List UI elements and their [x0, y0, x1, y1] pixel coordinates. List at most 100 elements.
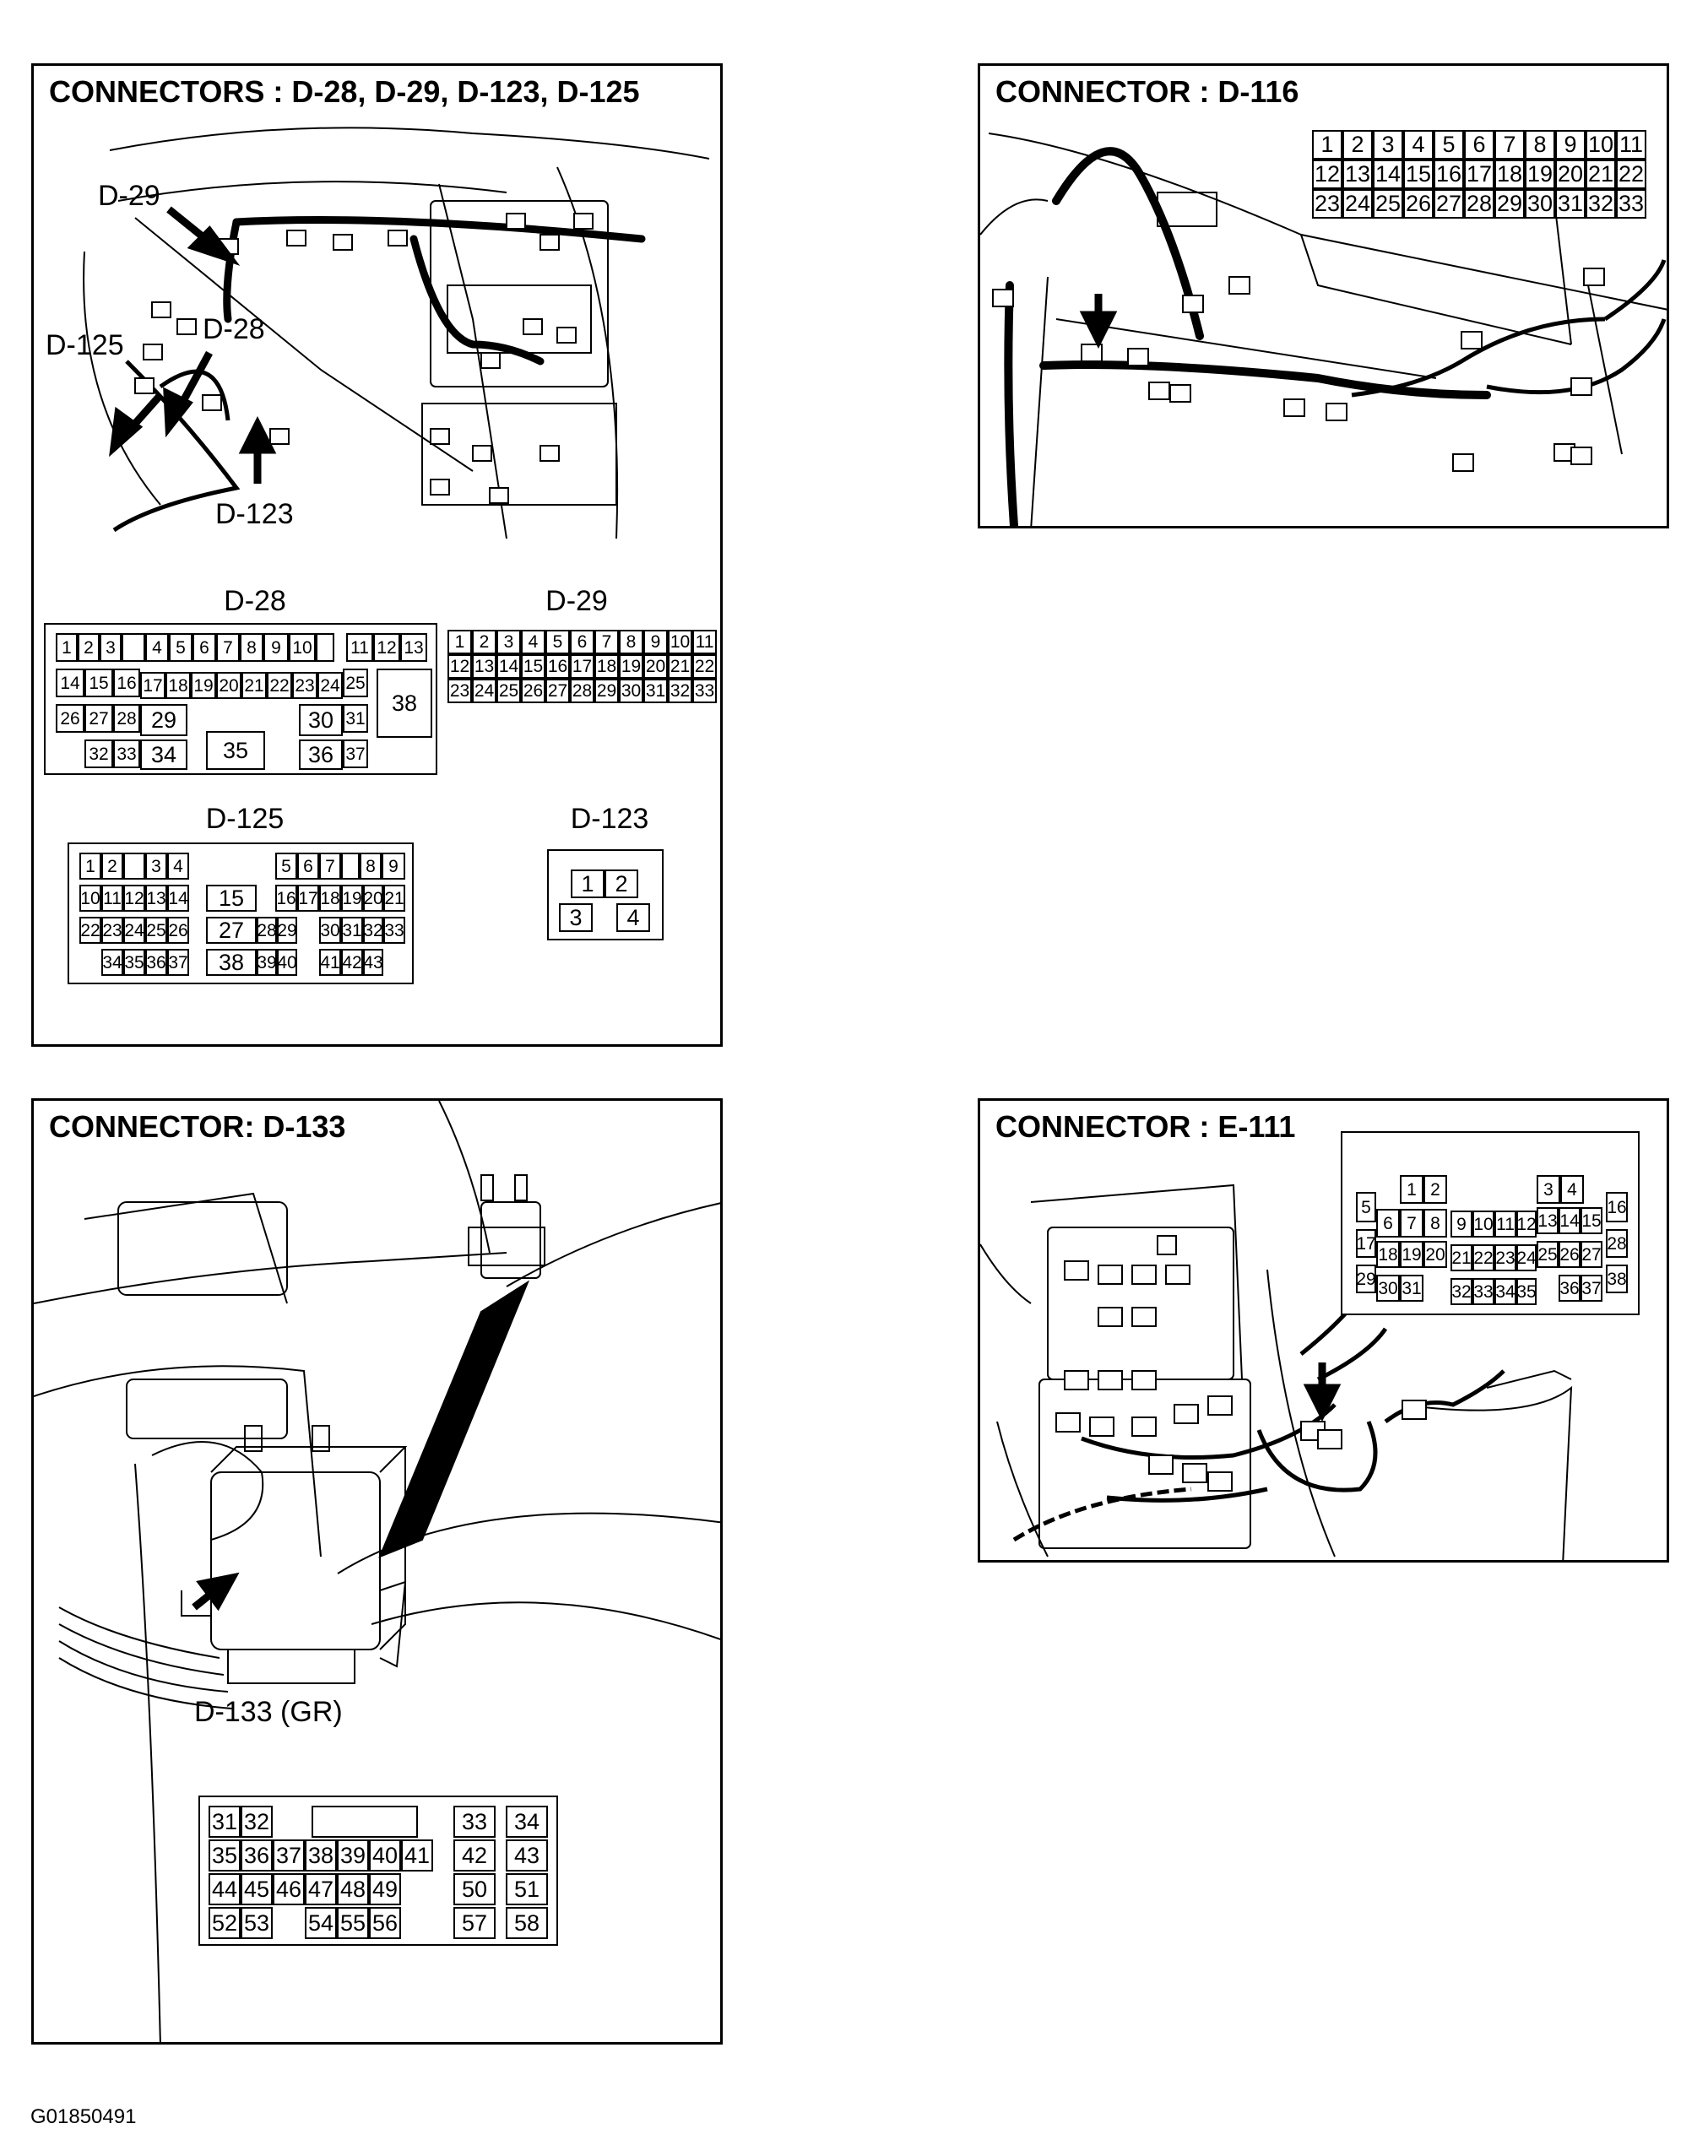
pin: 16 — [1606, 1192, 1628, 1222]
pin: 30 — [319, 917, 341, 944]
pin: 48 — [337, 1873, 369, 1905]
pin-blank — [123, 853, 145, 880]
pin: 24 — [317, 672, 343, 699]
pin: 44 — [209, 1873, 241, 1905]
pin: 9 — [1555, 130, 1586, 160]
pin: 26 — [167, 917, 189, 944]
pin: 22 — [1616, 160, 1646, 189]
pin: 15 — [206, 885, 257, 912]
pin: 37 — [273, 1839, 305, 1872]
pin: 16 — [545, 654, 570, 679]
pin: 1 — [56, 633, 78, 662]
pin: 21 — [668, 654, 692, 679]
pin: 38 — [1606, 1265, 1628, 1293]
pin: 1 — [1400, 1175, 1423, 1204]
pin: 46 — [273, 1873, 305, 1905]
pin: 2 — [101, 853, 123, 880]
pin: 47 — [305, 1873, 337, 1905]
pin: 10 — [1586, 130, 1616, 160]
pin: 15 — [521, 654, 545, 679]
pin: 42 — [341, 949, 363, 976]
callout-d123: D-123 — [215, 498, 294, 530]
pin: 3 — [145, 853, 167, 880]
pin: 13 — [145, 885, 167, 912]
pin: 12 — [1516, 1211, 1537, 1238]
pin: 33 — [383, 917, 405, 944]
connector-d133-frame: 31 32 33 34 35 36 37 38 39 40 41 42 43 4… — [198, 1796, 558, 1946]
pin: 13 — [400, 633, 427, 662]
pin: 6 — [192, 633, 216, 662]
pin: 43 — [363, 949, 383, 976]
pin: 9 — [643, 630, 668, 654]
pin: 18 — [1494, 160, 1525, 189]
callout-d125: D-125 — [46, 329, 124, 361]
pin: 5 — [275, 853, 297, 880]
pin: 31 — [341, 917, 363, 944]
pin: 55 — [337, 1907, 369, 1939]
pin: 10 — [289, 633, 316, 662]
pin: 15 — [84, 669, 113, 697]
pin: 27 — [206, 917, 257, 944]
pin: 8 — [240, 633, 263, 662]
pin: 25 — [1537, 1241, 1559, 1268]
pin-blank — [316, 633, 334, 662]
pin: 7 — [216, 633, 240, 662]
pin: 5 — [1356, 1192, 1376, 1222]
pin-blank — [312, 1806, 418, 1838]
connector-d29-frame: 1 2 3 4 5 6 7 8 9 10 11 12 13 14 15 16 1… — [447, 630, 717, 704]
pin: 5 — [1434, 130, 1464, 160]
pin: 32 — [1450, 1278, 1472, 1305]
pin: 9 — [263, 633, 289, 662]
pin: 8 — [1525, 130, 1555, 160]
pin: 36 — [145, 949, 167, 976]
pin: 17 — [1356, 1229, 1376, 1258]
pin: 23 — [1494, 1244, 1516, 1271]
connector-label-d123: D-123 — [570, 803, 649, 835]
pin: 12 — [447, 654, 472, 679]
pin: 29 — [277, 917, 297, 944]
pin: 32 — [668, 679, 692, 703]
pin: 52 — [209, 1907, 241, 1939]
pin: 20 — [363, 885, 383, 912]
pin: 19 — [191, 672, 216, 699]
pin: 17 — [140, 672, 165, 699]
pin: 3 — [496, 630, 521, 654]
pin: 25 — [496, 679, 521, 703]
pin: 18 — [594, 654, 619, 679]
pin: 11 — [1494, 1211, 1516, 1238]
pin: 10 — [1472, 1211, 1494, 1238]
pin: 34 — [140, 739, 187, 770]
pin: 37 — [167, 949, 189, 976]
pin: 26 — [1559, 1241, 1581, 1268]
pin-blank — [122, 633, 145, 662]
pin: 6 — [1376, 1209, 1400, 1238]
pin: 21 — [1450, 1244, 1472, 1271]
pin: 8 — [360, 853, 382, 880]
pin: 58 — [506, 1907, 548, 1939]
pin: 25 — [343, 669, 368, 697]
pin: 13 — [1537, 1207, 1559, 1234]
pin: 15 — [1581, 1207, 1602, 1234]
pin: 14 — [1373, 160, 1403, 189]
pin: 2 — [1423, 1175, 1447, 1204]
pin: 14 — [167, 885, 189, 912]
pin: 6 — [297, 853, 319, 880]
pin: 41 — [401, 1839, 433, 1872]
pin: 42 — [453, 1839, 496, 1872]
pin: 27 — [84, 704, 113, 733]
pin: 27 — [1434, 189, 1464, 219]
pin: 27 — [1581, 1241, 1602, 1268]
pin: 33 — [453, 1806, 496, 1838]
pin: 31 — [343, 704, 368, 733]
pin: 10 — [79, 885, 101, 912]
pin: 49 — [369, 1873, 401, 1905]
pin: 11 — [1616, 130, 1646, 160]
pin: 4 — [1403, 130, 1434, 160]
pin: 28 — [570, 679, 594, 703]
pin: 29 — [1494, 189, 1525, 219]
pin: 1 — [79, 853, 101, 880]
panel-title: CONNECTOR : E-111 — [992, 1109, 1299, 1145]
pin: 41 — [319, 949, 341, 976]
pin: 19 — [341, 885, 363, 912]
pin: 34 — [506, 1806, 548, 1838]
